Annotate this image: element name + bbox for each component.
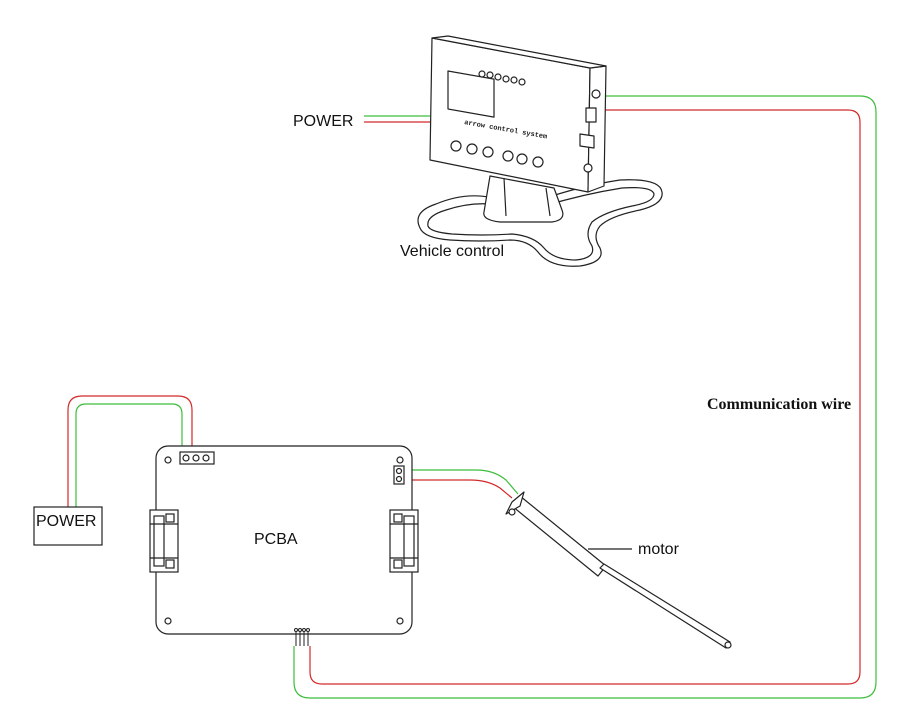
- pcba-left-clip: [149, 509, 179, 573]
- pcba-motor-connector: [393, 465, 405, 485]
- vehicle-controller-icon: [417, 35, 663, 267]
- label-vehicle-control: Vehicle control: [400, 243, 504, 260]
- motor-rod: [599, 563, 731, 649]
- label-power-top: POWER: [293, 113, 353, 130]
- controller-front-buttons: [450, 140, 544, 168]
- power-box-icon: [33, 506, 103, 546]
- controller-indicator-leds: [478, 70, 526, 86]
- controller-screen: [447, 70, 495, 118]
- side-switch: [585, 107, 597, 123]
- side-connector-bottom: [583, 163, 593, 173]
- label-pcba: PCBA: [254, 531, 298, 548]
- side-connector-top: [591, 89, 601, 99]
- comm-wire-red: [309, 109, 861, 685]
- motor-actuator-icon: [505, 491, 732, 649]
- motor-wires: [404, 469, 519, 499]
- communication-wire-loop: [293, 95, 877, 699]
- power-wires-top: [364, 115, 430, 123]
- motor-cylinder: [511, 495, 607, 577]
- controller-case-side: [587, 65, 607, 193]
- controller-stand-neck: [483, 175, 564, 223]
- label-communication-wire: Communication wire: [707, 396, 851, 413]
- power-wires-left: [67, 395, 193, 507]
- pcba-comm-pins: [294, 628, 310, 646]
- label-power-left: POWER: [36, 513, 96, 530]
- label-motor: motor: [638, 541, 680, 558]
- comm-wire-green: [293, 95, 877, 699]
- pcba-board-icon: [149, 445, 419, 646]
- pcba-right-clip: [389, 509, 419, 573]
